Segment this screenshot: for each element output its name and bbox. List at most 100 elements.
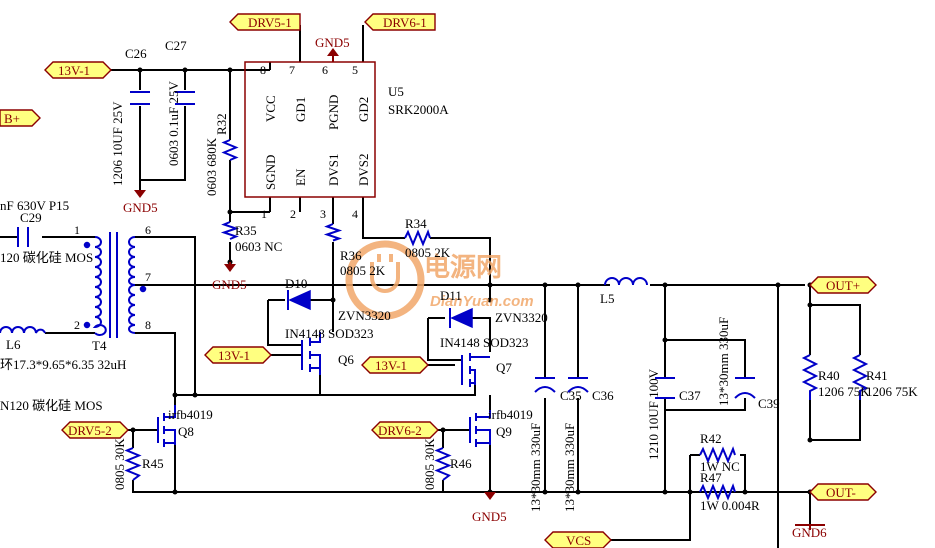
- port-out-minus: [809, 483, 877, 501]
- label-c39: C39: [758, 396, 780, 411]
- label-d11-val: IN4148 SOD323: [440, 335, 528, 350]
- label-r35: R35: [235, 223, 257, 238]
- label-bplus: B+: [4, 111, 20, 126]
- ic-pinnum-6: 6: [322, 63, 328, 77]
- ic-pinnum-1: 1: [261, 207, 267, 221]
- port-vcs: [544, 531, 612, 548]
- port-13v-q6: [204, 346, 272, 364]
- label-r47-val: 1W 0.004R: [700, 498, 760, 513]
- label-c35: C35: [560, 388, 582, 403]
- label-l6: L6: [6, 337, 21, 352]
- label-t-pin2: 2: [74, 318, 80, 332]
- label-gnd5-bottom: GND5: [472, 509, 507, 524]
- ground-symbols: [134, 48, 825, 530]
- label-c36: C36: [592, 388, 614, 403]
- label-c35-val: 13*30mm 330uF: [528, 423, 543, 512]
- label-r32: R32: [214, 113, 229, 135]
- label-r32-val: 0603 680K: [204, 137, 219, 196]
- label-d11: D11: [440, 288, 462, 303]
- label-q9: Q9: [496, 424, 512, 439]
- label-d10-val: IN4148 SOD323: [285, 326, 373, 341]
- label-drv5-1: DRV5-1: [248, 15, 292, 30]
- label-r35-val: 0603 NC: [235, 239, 282, 254]
- label-drv5-2: DRV5-2: [68, 423, 112, 438]
- label-mos-left2: N120 碳化硅 MOS: [0, 398, 103, 413]
- label-r36-val: 0805 2K: [340, 263, 386, 278]
- ic-part: SRK2000A: [388, 102, 449, 117]
- port-bplus: [0, 109, 41, 127]
- ic-pinnum-2: 2: [290, 207, 296, 221]
- label-gnd5-r35: GND5: [212, 277, 247, 292]
- label-q8: Q8: [178, 424, 194, 439]
- label-q7: Q7: [496, 360, 512, 375]
- label-c27-val: 0603 0.1uF 25V: [166, 81, 181, 166]
- ic-pin-pgnd: PGND: [326, 95, 341, 130]
- label-r45-val: 0805 30K: [112, 438, 127, 490]
- label-t-pin8: 8: [145, 318, 151, 332]
- label-r36: R36: [340, 248, 362, 263]
- ic-pin-en: EN: [293, 168, 308, 186]
- label-r46: R46: [450, 456, 472, 471]
- components: [0, 61, 869, 501]
- ic-pin-gd2: GD2: [356, 97, 371, 122]
- label-r34-val: 0805 2K: [405, 245, 451, 260]
- label-t-pin1: 1: [74, 223, 80, 237]
- label-r41-val: 1206 75K: [866, 384, 918, 399]
- ic-pinnum-8: 8: [260, 63, 266, 77]
- label-l5: L5: [600, 291, 614, 306]
- label-l6-val: 环17.3*9.65*6.35 32uH: [0, 357, 126, 372]
- label-r47: R47: [700, 470, 722, 485]
- label-c26-val: 1206 10UF 25V: [110, 101, 125, 186]
- label-zvn-2: ZVN3320: [495, 310, 548, 325]
- label-q6: Q6: [338, 352, 354, 367]
- label-d10: D10: [285, 276, 307, 291]
- port-13v-top: [44, 61, 112, 79]
- ic-u5: U5 SRK2000A VCC GD1 PGND GD2 SGND EN DVS…: [260, 63, 449, 221]
- ic-pin-sgnd: SGND: [263, 155, 278, 190]
- port-13v-q7: [361, 356, 429, 374]
- label-vcs: VCS: [566, 533, 591, 548]
- label-r42: R42: [700, 431, 722, 446]
- label-r41: R41: [866, 368, 888, 383]
- label-mos-left1: 120 碳化硅 MOS: [0, 250, 93, 265]
- port-labels: DRV5-1 DRV6-1 13V-1 B+ 13V-1 13V-1 DRV5-…: [4, 15, 860, 548]
- label-r45: R45: [142, 456, 164, 471]
- label-c36-val: 13*30mm 330uF: [562, 423, 577, 512]
- label-13v-top: 13V-1: [58, 63, 90, 78]
- port-drv6-1: [364, 13, 436, 31]
- label-c27: C27: [165, 38, 187, 53]
- label-r46-val: 0805 30K: [422, 438, 437, 490]
- label-c29-val: nF 630V P15: [0, 198, 69, 213]
- watermark-logo-icon: [345, 240, 425, 320]
- label-c29: C29: [20, 210, 42, 225]
- label-r40-val: 1206 75K: [818, 384, 870, 399]
- label-c37-val: 1210 10UF 100V: [646, 368, 661, 460]
- ic-pin-dvs1: DVS1: [326, 153, 341, 186]
- ic-ref: U5: [388, 84, 404, 99]
- label-out-minus: OUT-: [826, 485, 856, 500]
- label-r42-val: 1W NC: [700, 459, 740, 474]
- label-q8-part: irfb4019: [168, 407, 213, 422]
- label-out-plus: OUT+: [826, 278, 860, 293]
- label-drv6-2: DRV6-2: [378, 423, 422, 438]
- label-c26: C26: [125, 46, 147, 61]
- label-c37: C37: [679, 388, 701, 403]
- label-zvn-1: ZVN3320: [338, 308, 391, 323]
- label-t-pin6: 6: [145, 223, 151, 237]
- ic-pin-dvs2: DVS2: [356, 153, 371, 186]
- label-drv6-1: DRV6-1: [383, 15, 427, 30]
- label-t-pin7: 7: [145, 270, 151, 284]
- label-q9-part: irfb4019: [488, 407, 533, 422]
- port-drv5-1: [229, 13, 301, 31]
- watermark-url: DianYuan.com: [430, 293, 534, 310]
- label-r34: R34: [405, 216, 427, 231]
- port-drv6-2: [371, 421, 439, 439]
- label-13v-q7: 13V-1: [375, 358, 407, 373]
- port-drv5-2: [61, 421, 129, 439]
- ports: [0, 13, 877, 548]
- label-gnd6: GND6: [792, 525, 827, 540]
- label-t4: T4: [92, 338, 107, 353]
- port-out-plus: [809, 276, 877, 294]
